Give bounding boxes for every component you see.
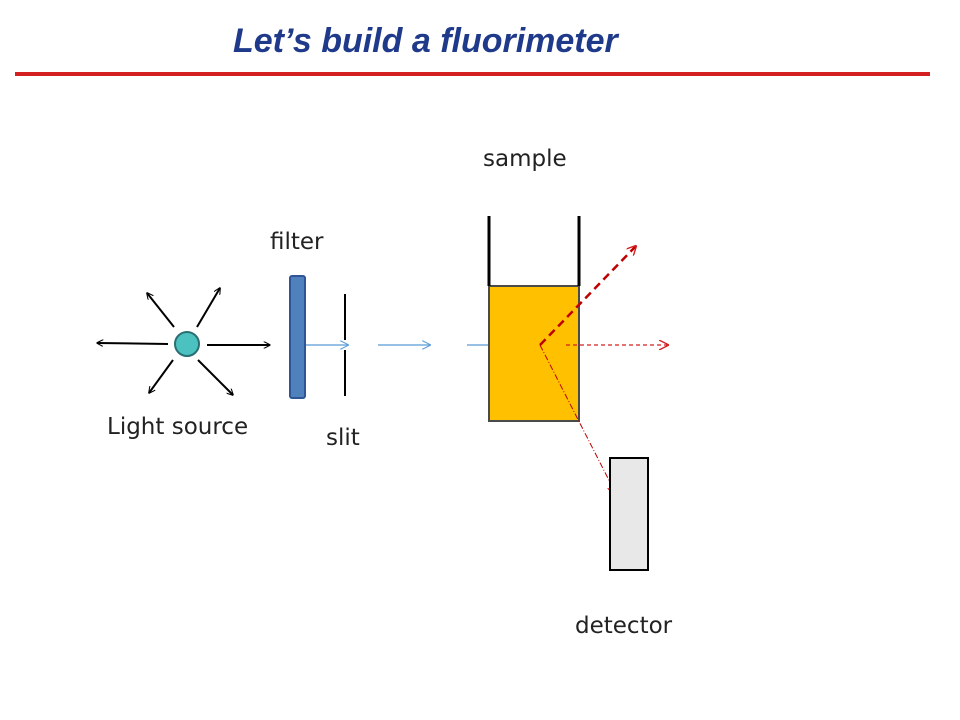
detector-box (609, 457, 649, 571)
filter-plate (289, 275, 306, 399)
filter-label: filter (270, 229, 324, 255)
slit-label: slit (326, 425, 360, 451)
light-source-label: Light source (107, 414, 249, 440)
sample-solution (488, 285, 580, 422)
fluorescence-detector-arrow (539, 344, 616, 494)
fluorescence-upper-arrow (539, 246, 636, 346)
ray-upper-left-arrow (147, 293, 175, 328)
ray-left-arrow (97, 343, 169, 344)
light-rays (97, 288, 270, 395)
detector-label: detector (575, 613, 673, 639)
slide-title: Let’s build a fluorimeter (233, 22, 618, 60)
ray-lower-left-arrow (149, 359, 174, 393)
ray-lower-right-arrow (197, 359, 233, 395)
sample-label: sample (483, 146, 567, 172)
ray-upper-right-arrow (196, 288, 220, 328)
light-source-bulb (174, 331, 200, 357)
